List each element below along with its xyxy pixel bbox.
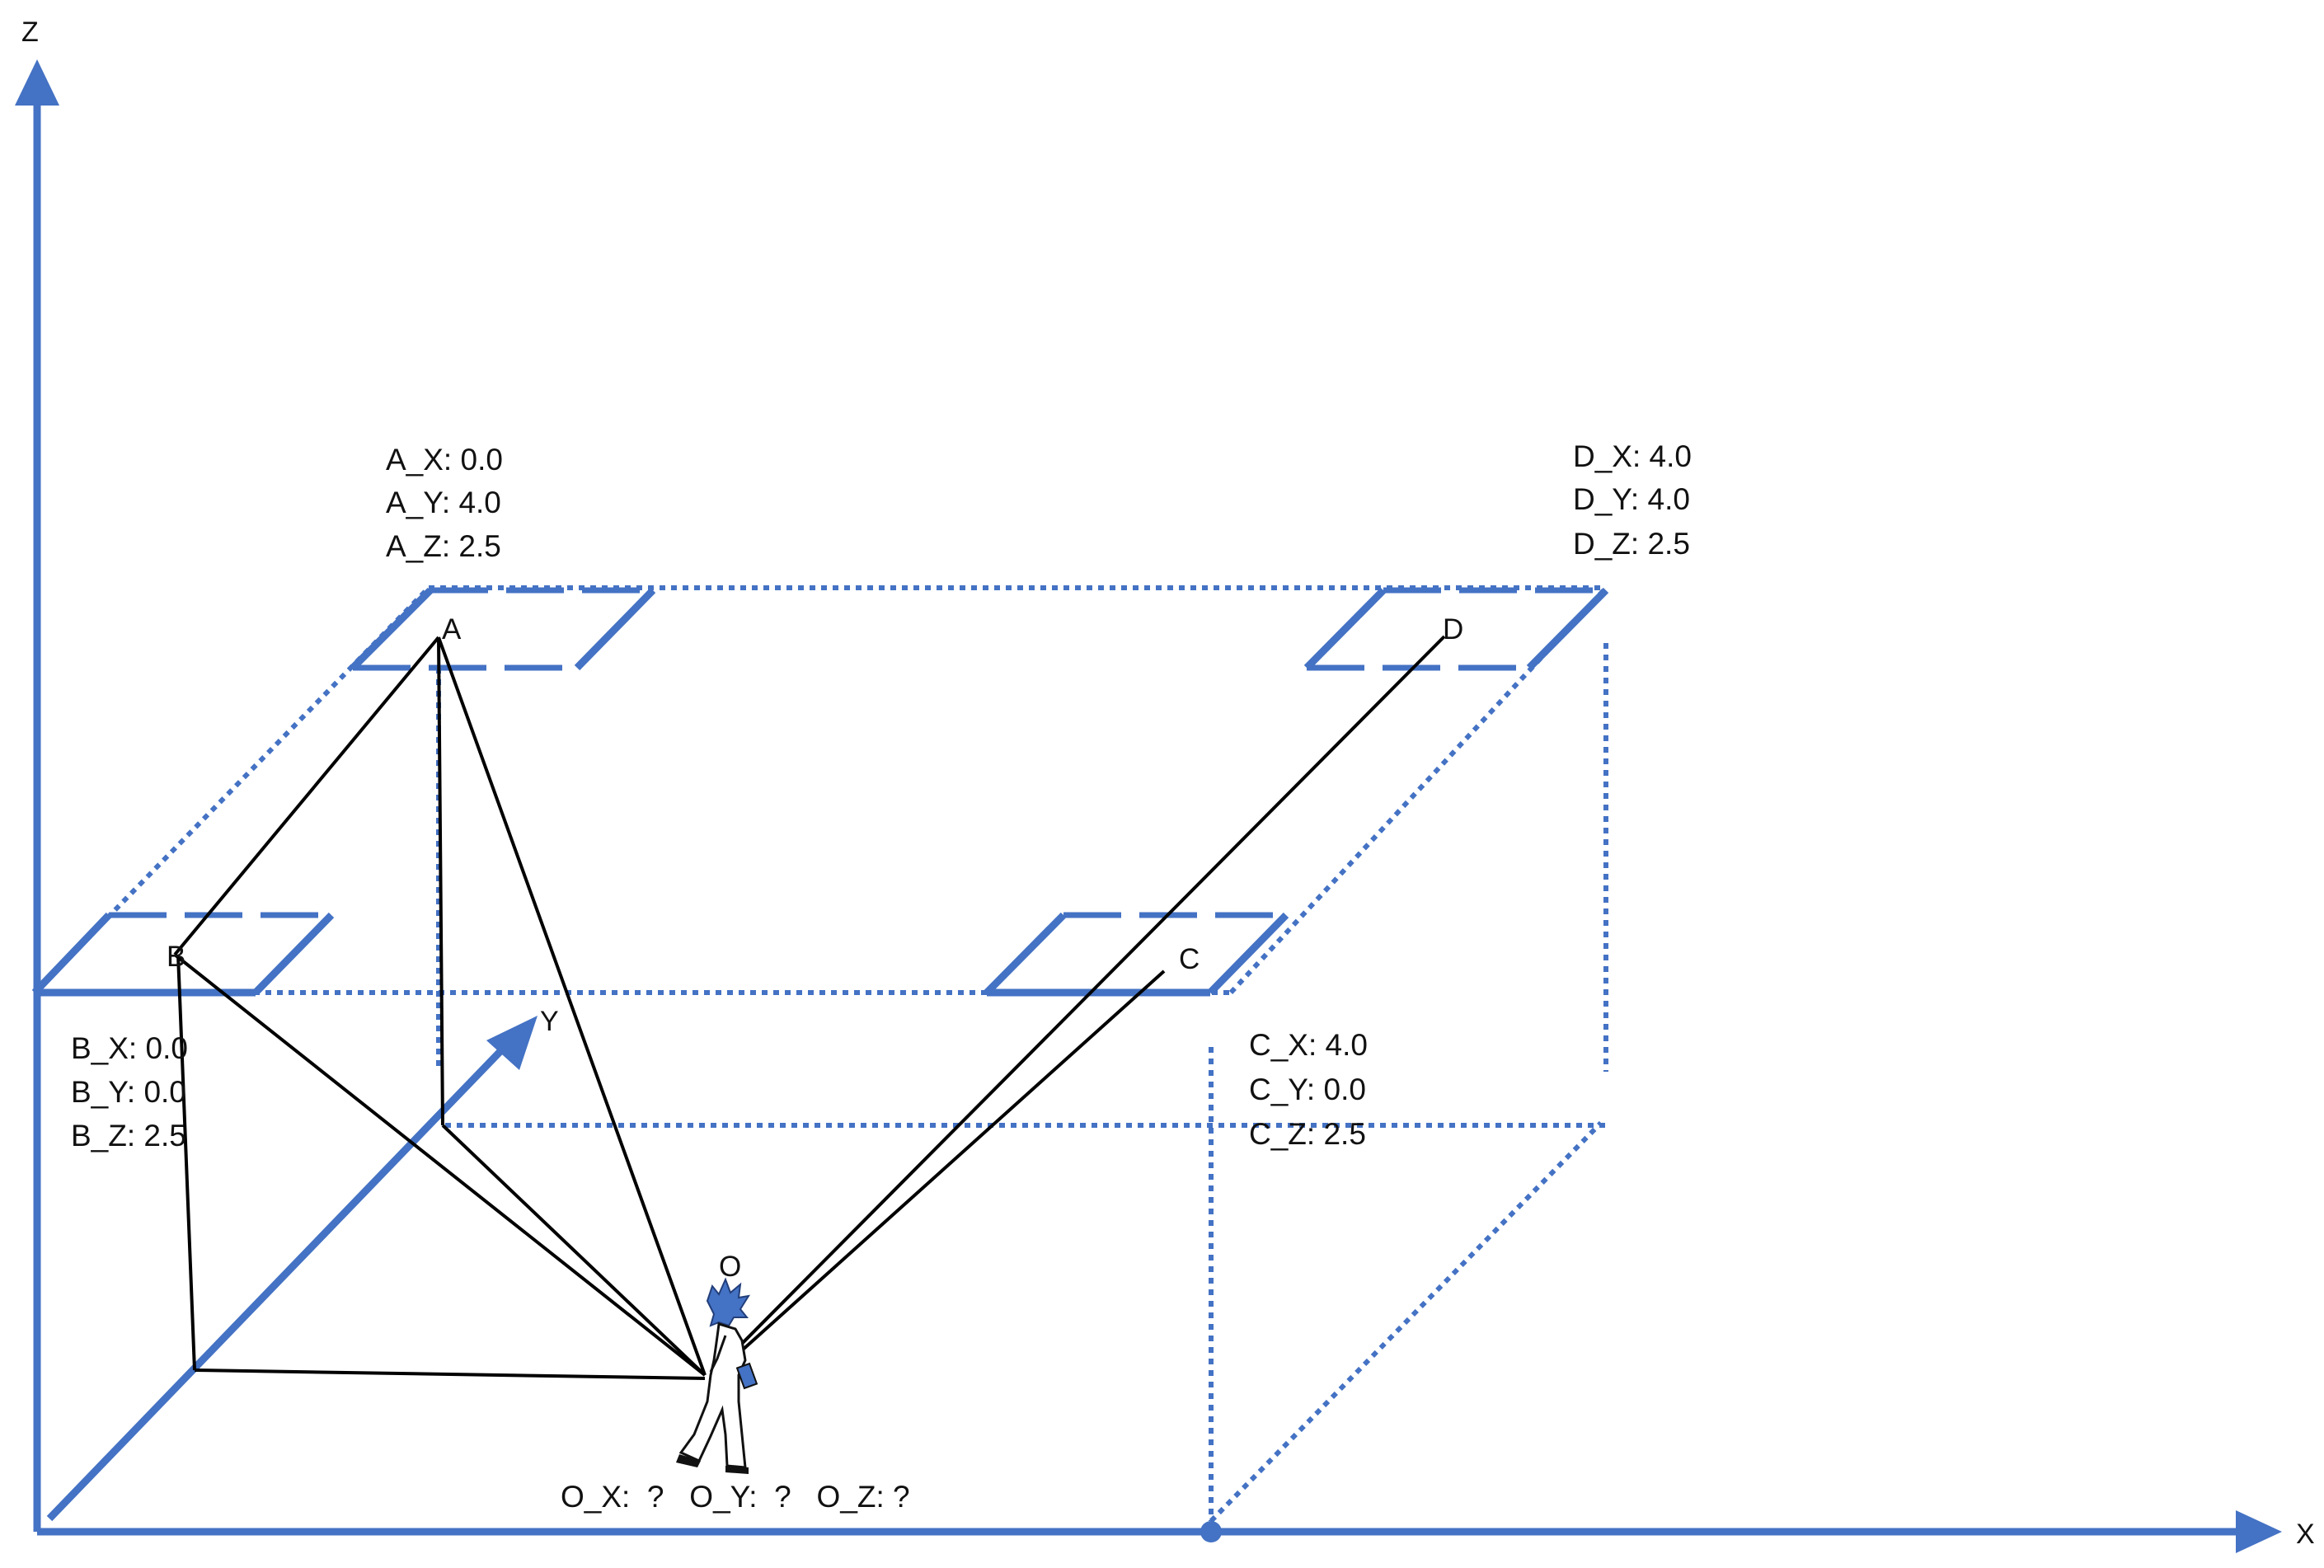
person-shoe-right-icon [725, 1466, 749, 1474]
coord-d-y: D_Y: 4.0 [1573, 482, 1690, 516]
coord-c-x: C_X: 4.0 [1249, 1028, 1368, 1062]
pad-b-left [31, 912, 112, 996]
coord-c: C_X: 4.0 C_Y: 0.0 C_Z: 2.5 [1249, 1028, 1368, 1151]
pad-d-right [1526, 587, 1609, 671]
point-d-label: D [1443, 613, 1463, 646]
x-axis-arrowhead [2236, 1510, 2282, 1553]
line-c-to-o [716, 969, 1166, 1374]
anchor-pads [31, 587, 1609, 997]
line-a-floor-to-o [441, 1124, 707, 1377]
z-axis-arrowhead [15, 59, 59, 106]
x-axis-label: X [2296, 1519, 2315, 1550]
coord-c-z: C_Z: 2.5 [1249, 1117, 1366, 1151]
pad-a-left [350, 587, 434, 671]
y-axis-arrowhead [486, 1016, 538, 1070]
point-a-label: A [442, 613, 462, 646]
coord-a-z: A_Z: 2.5 [386, 529, 501, 563]
line-a-to-b [173, 636, 440, 956]
pad-d-left [1303, 587, 1387, 671]
line-b-floor-to-o [194, 1368, 706, 1380]
x-axis-marker-dot [1200, 1521, 1222, 1542]
floor-right-edge [1209, 1120, 1603, 1523]
y-axis [46, 1044, 508, 1522]
line-b-to-o [173, 953, 707, 1377]
person-body-icon [678, 1322, 747, 1469]
pad-c-right [1207, 912, 1289, 996]
coord-b-x: B_X: 0.0 [71, 1031, 188, 1065]
pad-a-right [574, 587, 656, 671]
pad-b-right [252, 912, 335, 996]
coord-b-z: B_Z: 2.5 [71, 1119, 186, 1153]
coord-d: D_X: 4.0 D_Y: 4.0 D_Z: 2.5 [1573, 439, 1692, 561]
coord-o: O_X: ? O_Y: ? O_Z: ? [561, 1480, 910, 1514]
line-d-to-o [716, 635, 1446, 1370]
y-axis-label: Y [540, 1006, 559, 1037]
point-c-label: C [1179, 943, 1200, 975]
coord-d-z: D_Z: 2.5 [1573, 527, 1690, 561]
room-box [32, 585, 1608, 1523]
person-hair-icon [706, 1277, 751, 1327]
coord-a: A_X: 0.0 A_Y: 4.0 A_Z: 2.5 [386, 443, 503, 563]
person-figure [676, 1277, 758, 1474]
coord-b-y: B_Y: 0.0 [71, 1075, 186, 1109]
person-arm-icon [709, 1335, 727, 1373]
coord-a-x: A_X: 0.0 [386, 443, 503, 477]
person-shoe-left-icon [676, 1454, 701, 1467]
coord-c-y: C_Y: 0.0 [1249, 1073, 1366, 1106]
line-a-to-o [437, 636, 707, 1376]
point-b-label: B [167, 941, 185, 973]
ranging-lines [173, 635, 1446, 1380]
point-o-label: O [719, 1251, 741, 1283]
z-axis-label: Z [21, 16, 39, 48]
line-b-vertical [176, 954, 196, 1371]
coord-a-y: A_Y: 4.0 [386, 486, 501, 519]
phone-icon [735, 1362, 758, 1390]
coord-b: B_X: 0.0 B_Y: 0.0 B_Z: 2.5 [71, 1031, 188, 1153]
line-a-vertical [437, 636, 444, 1126]
coord-d-x: D_X: 4.0 [1573, 439, 1692, 473]
axes: Z X Y [15, 16, 2315, 1553]
point-labels: A B C D O [167, 613, 1463, 1283]
pad-c-left [984, 912, 1067, 996]
